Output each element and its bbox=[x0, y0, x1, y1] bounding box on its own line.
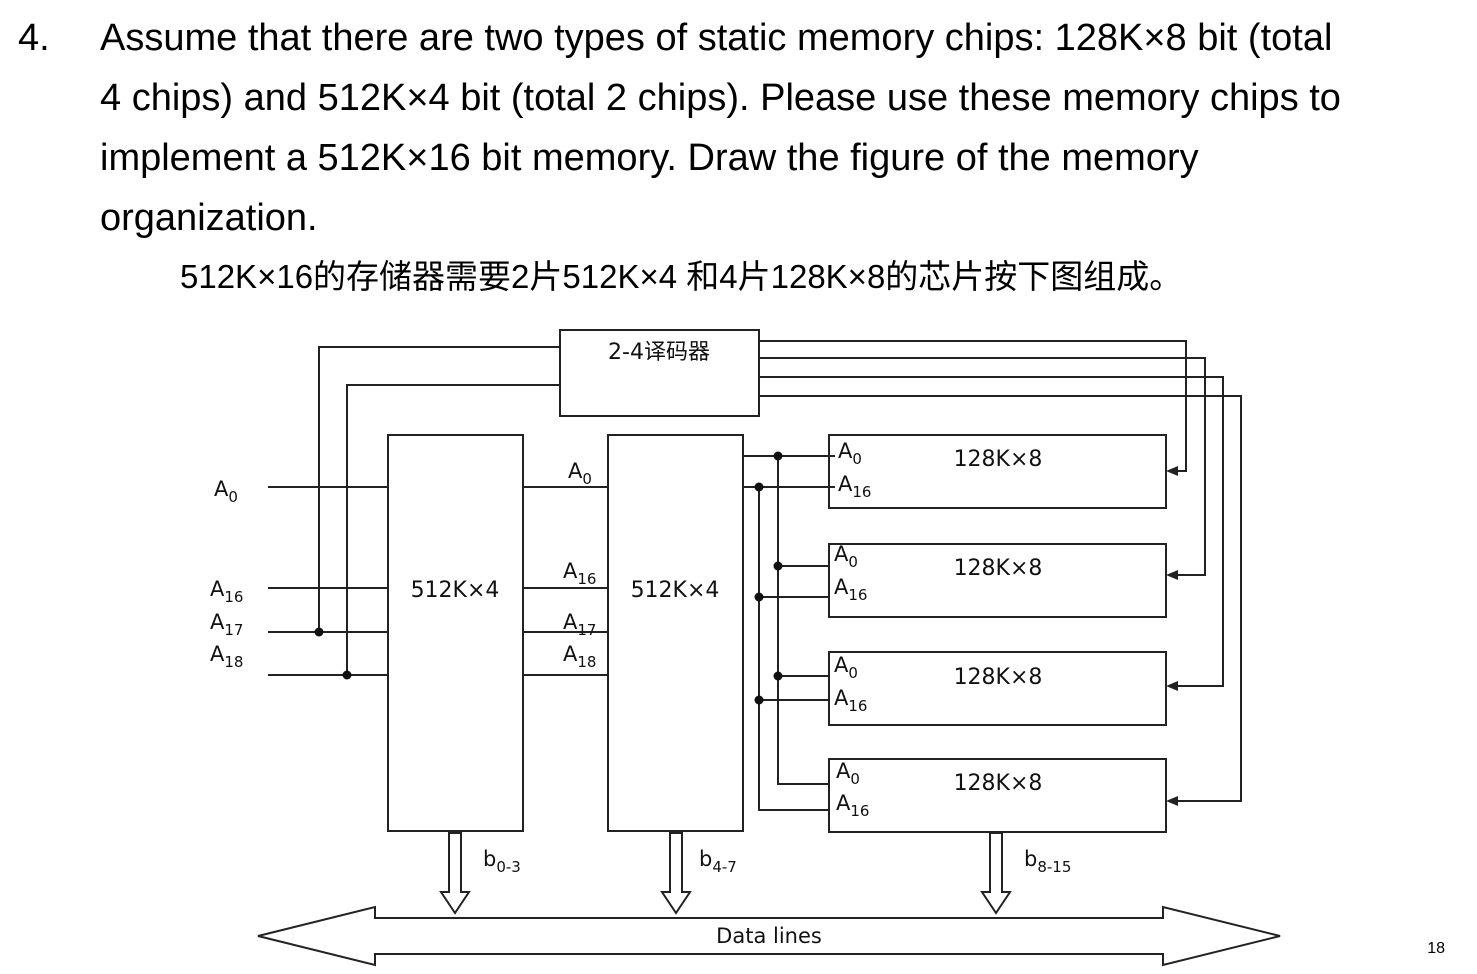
address-bus-lines bbox=[743, 455, 835, 811]
addr-label-a16: A16 bbox=[836, 791, 869, 820]
chip-128k-3 bbox=[828, 651, 1167, 726]
bus-arrows bbox=[439, 832, 1012, 915]
decoder-output-lines bbox=[759, 340, 1242, 802]
question-line: organization. bbox=[100, 197, 318, 239]
chip-128k-label: 128K×8 bbox=[954, 665, 1043, 690]
data-lines-arrow bbox=[257, 905, 1281, 967]
question-text: Assume that there are two types of stati… bbox=[100, 8, 1460, 248]
addr-label-a16: A16 bbox=[834, 686, 867, 715]
data-lines-label: Data lines bbox=[716, 924, 822, 948]
chip-512k-label: 512K×4 bbox=[631, 578, 720, 603]
decoder-input-lines bbox=[318, 346, 560, 675]
addr-label-a0: A0 bbox=[834, 653, 858, 682]
chip-128k-label: 128K×8 bbox=[954, 556, 1043, 581]
bus-label-b8-15: b8-15 bbox=[1024, 847, 1071, 876]
addr-label-a18: A18 bbox=[563, 642, 596, 671]
chip-128k-2 bbox=[828, 543, 1167, 618]
chip-128k-label: 128K×8 bbox=[954, 771, 1043, 796]
chip-512k-1 bbox=[387, 434, 524, 832]
chip-select-arrowheads bbox=[1166, 466, 1178, 806]
chip-512k-label: 512K×4 bbox=[411, 578, 500, 603]
addr-label-a17: A17 bbox=[563, 610, 596, 639]
addr-label-a16: A16 bbox=[563, 559, 596, 588]
question-line: Assume that there are two types of stati… bbox=[100, 17, 1333, 59]
chip-128k-label: 128K×8 bbox=[954, 447, 1043, 472]
chip-512k-2 bbox=[607, 434, 744, 832]
decoder-box bbox=[559, 329, 760, 417]
caption: 512K×16的存储器需要2片512K×4 和4片128K×8的芯片按下图组成。 bbox=[180, 258, 1183, 295]
addr-label-a16: A16 bbox=[210, 577, 243, 606]
bus-label-b4-7: b4-7 bbox=[699, 847, 737, 876]
addr-label-a0: A0 bbox=[568, 459, 592, 488]
decoder-label: 2-4译码器 bbox=[608, 340, 710, 365]
junction-dots bbox=[314, 451, 783, 705]
question-line: 4 chips) and 512K×4 bit (total 2 chips).… bbox=[100, 77, 1341, 119]
bus-label-b0-3: b0-3 bbox=[483, 847, 521, 876]
addr-label-a0: A0 bbox=[836, 759, 860, 788]
addr-label-a0: A0 bbox=[834, 542, 858, 571]
addr-label-a17: A17 bbox=[210, 610, 243, 639]
bus-labels: b0-3 b4-7 b8-15 bbox=[483, 847, 1071, 876]
addr-label-a16: A16 bbox=[838, 472, 871, 501]
addr-label-a18: A18 bbox=[210, 642, 243, 671]
address-labels: A0 A16 A17 A18 A0 A16 A17 A18 A0 A16 A0 … bbox=[210, 439, 871, 820]
addr-label-a0: A0 bbox=[214, 477, 238, 506]
addr-label-a16: A16 bbox=[834, 575, 867, 604]
question-number: 4. bbox=[18, 17, 50, 59]
addr-label-a0: A0 bbox=[838, 439, 862, 468]
address-input-lines bbox=[268, 486, 388, 676]
question-line: implement a 512K×16 bit memory. Draw the… bbox=[100, 137, 1199, 179]
chip-link-lines bbox=[523, 486, 608, 676]
chip-128k-1 bbox=[828, 434, 1167, 509]
page-number: 18 bbox=[1427, 940, 1445, 957]
